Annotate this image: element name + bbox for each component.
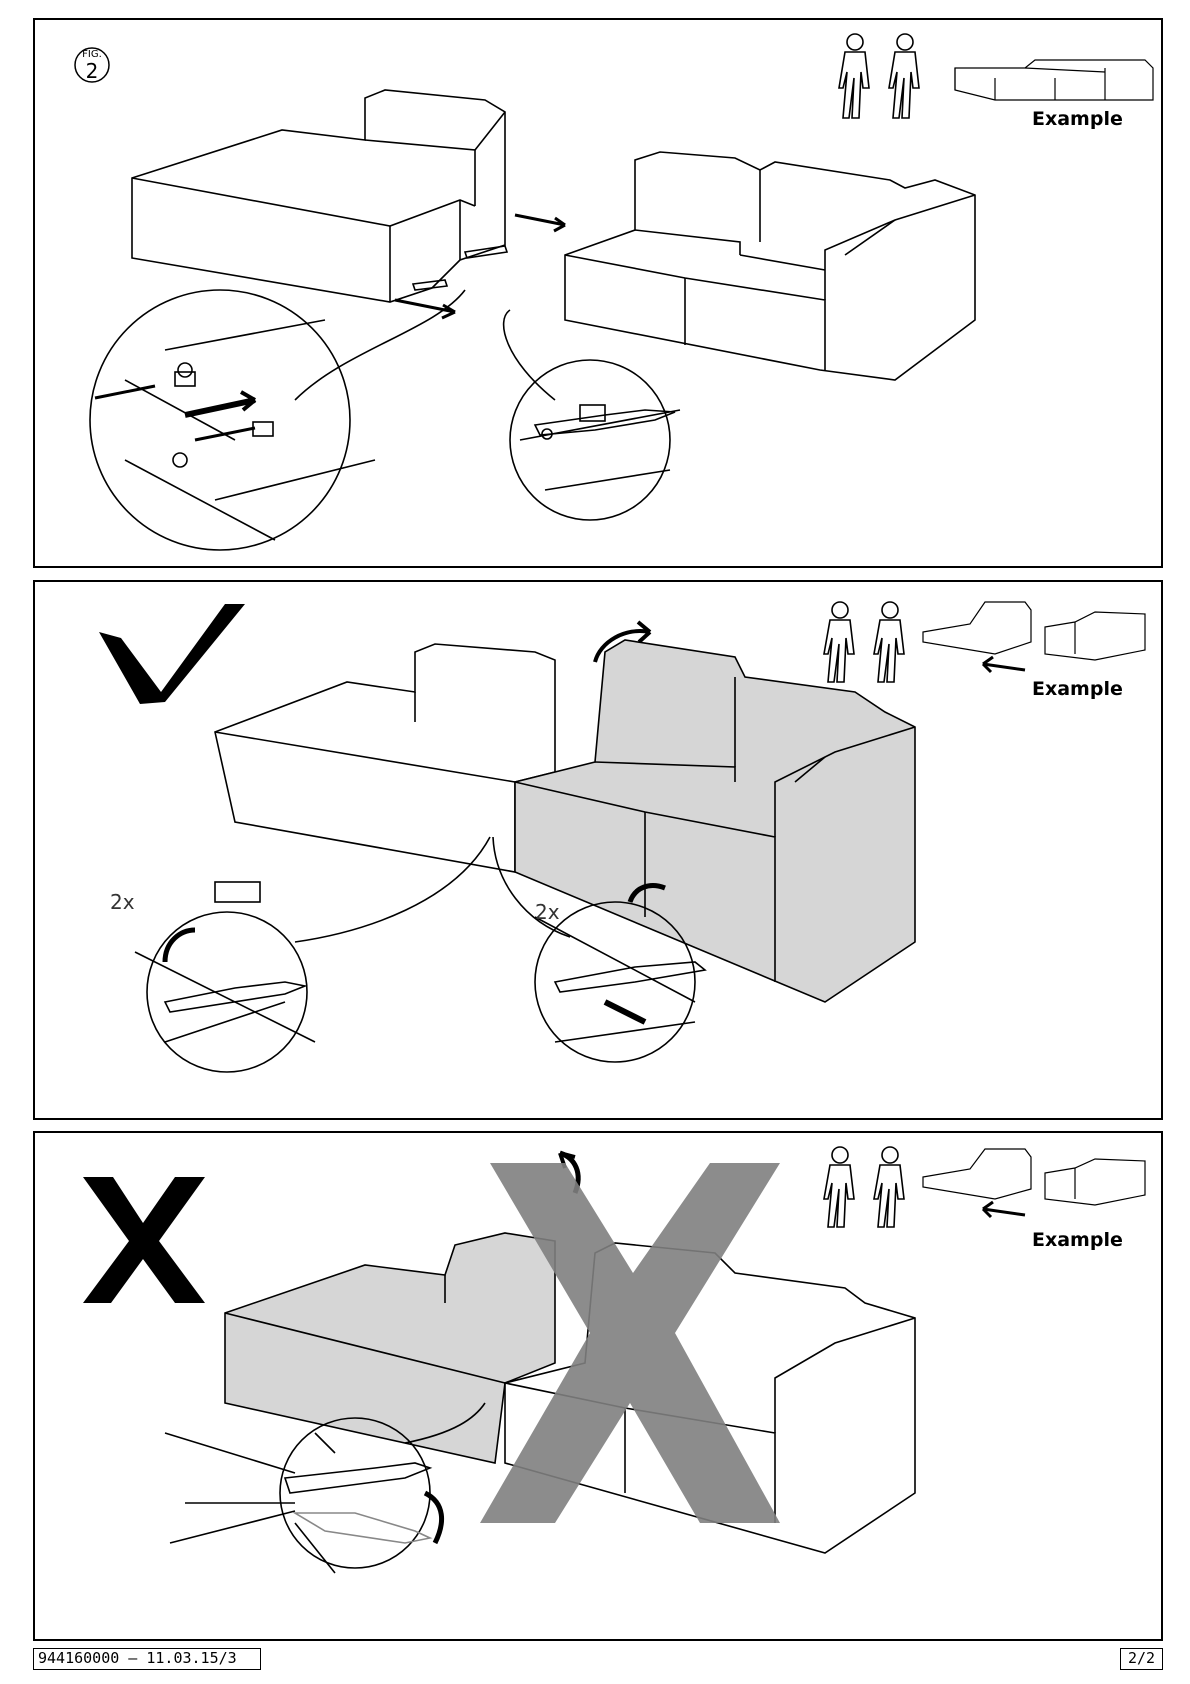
step-illustration-incorrect: [35, 1133, 1165, 1643]
two-people-icon: [839, 34, 919, 118]
sofa-example-icon: [955, 60, 1153, 100]
sofa-example-icon: [923, 602, 1145, 660]
multiplier-left: 2x: [110, 890, 135, 914]
detail-circle-right: [504, 310, 680, 520]
example-label: Example: [1032, 1229, 1123, 1251]
two-people-icon: [824, 602, 904, 682]
chaise-module: [132, 90, 505, 302]
chaise-module: [215, 644, 555, 872]
assembly-panel-2-correct: 2x 2x Example: [33, 580, 1163, 1120]
detail-circle-left: [90, 290, 465, 550]
checkmark-icon: [99, 604, 245, 704]
document-id: 944160000 — 11.03.15/3: [33, 1648, 261, 1670]
two-people-icon: [824, 1147, 904, 1227]
step-illustration-correct: [35, 582, 1165, 1122]
cross-icon: [83, 1177, 205, 1303]
assembly-panel-1: FIG. 2: [33, 18, 1163, 568]
detail-circle-left: [135, 837, 490, 1072]
example-label: Example: [1032, 108, 1123, 130]
step-illustration: [35, 20, 1165, 570]
multiplier-right: 2x: [535, 900, 560, 924]
page-number: 2/2: [1120, 1648, 1163, 1670]
assembly-panel-3-incorrect: Example: [33, 1131, 1163, 1641]
sofa-example-icon: [923, 1149, 1145, 1205]
loveseat-module: [565, 152, 975, 380]
loveseat-module-shaded: [515, 640, 915, 1002]
example-label: Example: [1032, 678, 1123, 700]
